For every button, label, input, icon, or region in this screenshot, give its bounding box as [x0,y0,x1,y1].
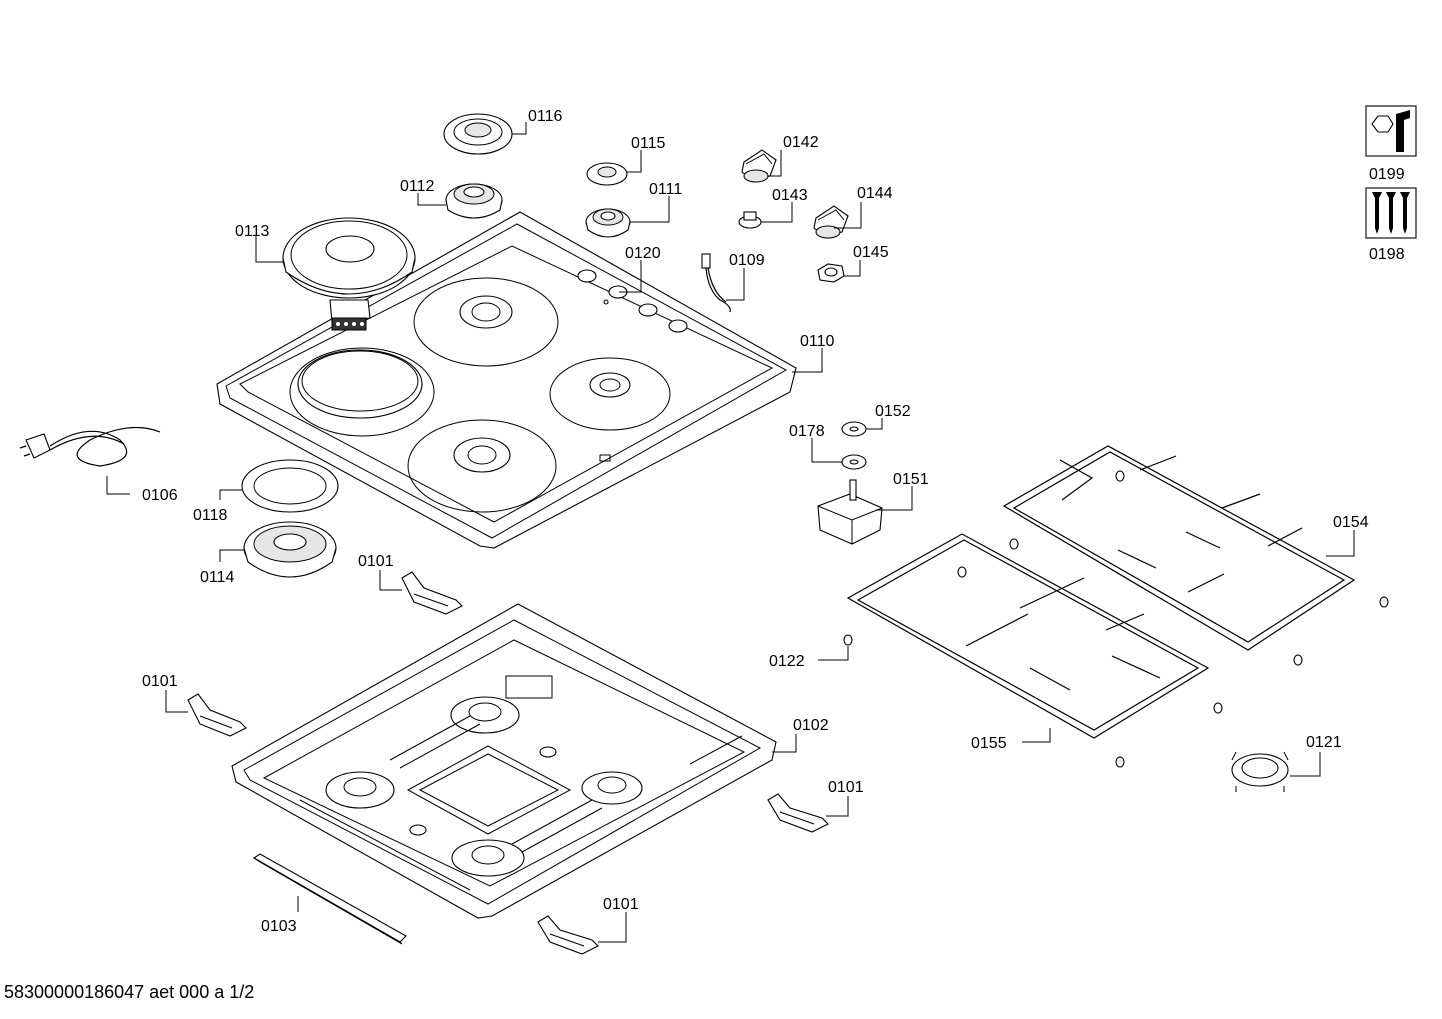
knob-insert [738,211,762,229]
burner-base-wok [243,521,337,578]
part-label-0121: 0121 [1306,734,1342,751]
part-label-0154: 0154 [1333,514,1369,531]
pan-support-grate-right [1002,445,1356,651]
mounting-bracket-4 [537,915,599,955]
mounting-bracket-1 [401,571,463,615]
control-knob-b [813,205,849,239]
knob-nut [817,263,845,283]
wok-ring [1231,751,1289,792]
power-cable [19,426,161,467]
part-label-0103: 0103 [261,918,297,935]
bottom-tray [231,603,777,919]
part-label-0145: 0145 [853,244,889,261]
drawing-reference-number: 58300000186047 aet 000 a 1/2 [4,982,255,1002]
part-label-0118: 0118 [193,507,228,524]
ignition-electrode [701,253,731,313]
part-label-0113: 0113 [235,223,270,240]
leader-lines [106,122,1355,943]
mounting-bracket-3 [767,793,829,833]
burner-head-small [585,208,631,238]
energy-regulator-switch [817,479,883,545]
rubber-feet [843,470,1389,768]
part-label-0101-d: 0101 [603,896,639,913]
part-label-0102: 0102 [793,717,829,734]
hob-top-plate [216,211,797,549]
part-label-0112: 0112 [400,178,435,195]
part-label-0116: 0116 [528,108,563,125]
screws-icon [1365,187,1417,239]
part-label-0142: 0142 [783,134,819,151]
washer-b [841,454,867,470]
part-label-0178: 0178 [789,423,825,440]
part-label-0101-b: 0101 [142,673,178,690]
part-label-0155: 0155 [971,735,1007,752]
washer-a [841,421,867,437]
part-label-0109: 0109 [729,252,765,269]
part-label-0106: 0106 [142,487,178,504]
part-label-0198: 0198 [1369,246,1405,263]
part-label-0122: 0122 [769,653,805,670]
part-label-0144: 0144 [857,185,893,202]
burner-cap-small [586,162,628,186]
part-label-0143: 0143 [772,187,808,204]
part-label-0110: 0110 [800,333,835,350]
part-label-0115: 0115 [631,135,666,152]
electric-hotplate [282,217,416,331]
control-knob-a [741,149,777,183]
part-label-0101-c: 0101 [828,779,864,796]
part-label-0152: 0152 [875,403,911,420]
part-label-0114: 0114 [200,569,235,586]
burner-head-medium [445,183,503,219]
burner-cap-large [443,113,513,155]
burner-ring [241,459,339,513]
pan-support-grate-left [846,533,1210,739]
part-label-0199: 0199 [1369,166,1405,183]
part-label-0111: 0111 [649,181,682,198]
seal-strip [252,853,407,945]
part-label-0101-a: 0101 [358,553,394,570]
part-label-0120: 0120 [625,245,661,262]
part-labels: 0116 0115 0142 0112 0111 0143 0144 0113 … [142,108,1405,935]
wrench-nut-icon [1365,105,1417,157]
mounting-bracket-2 [187,693,247,737]
part-label-0151: 0151 [893,471,929,488]
